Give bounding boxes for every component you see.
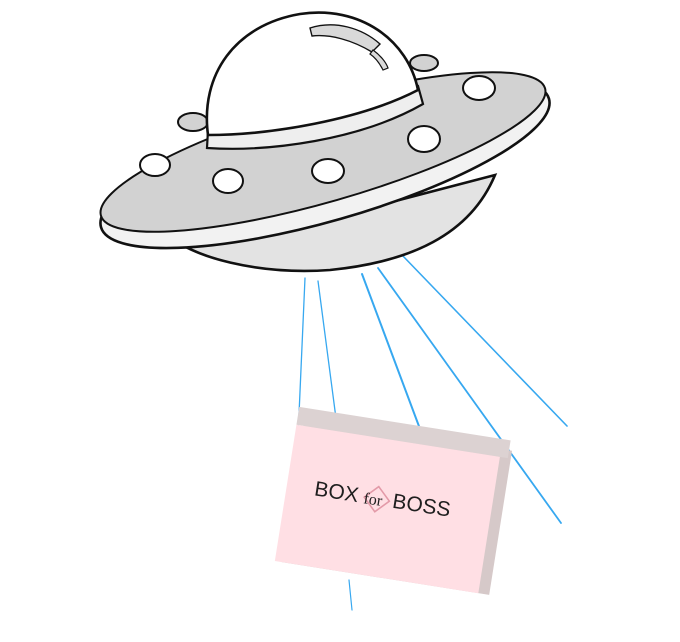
beam-line: [401, 254, 568, 427]
beam-line: [317, 280, 338, 427]
ufo-icon: [99, 11, 551, 273]
box-top: [296, 406, 511, 459]
ufo-dome-highlight: [369, 49, 389, 71]
ufo-window: [462, 75, 496, 101]
ufo-window: [407, 125, 441, 153]
ufo-bump-left: [177, 112, 209, 132]
box-front: [274, 424, 500, 594]
box-brand-mid: for: [362, 490, 384, 510]
ufo-window: [212, 168, 244, 194]
box-logo-diamond: [363, 485, 391, 513]
ufo-bump-right: [409, 54, 439, 72]
beam-line: [377, 267, 562, 524]
ufo-window: [311, 158, 345, 184]
tractor-beam: [296, 254, 568, 611]
ufo-window: [139, 153, 171, 177]
beam-line: [348, 579, 353, 611]
beam-line: [361, 273, 424, 438]
box-for-boss-package: BOX for BOSS: [274, 406, 513, 595]
